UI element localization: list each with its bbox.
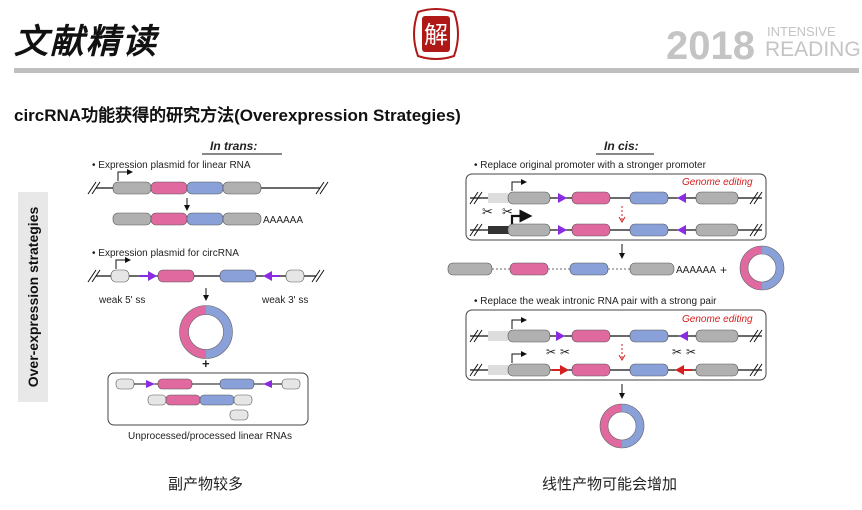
scissors-icon-4: ✂ <box>560 345 570 359</box>
right-bullet-2: • Replace the weak intronic RNA pair wit… <box>474 296 717 307</box>
circ-plasmid <box>87 257 325 283</box>
scissors-icon-6: ✂ <box>686 345 696 359</box>
left-polyA: AAAAAA <box>263 215 303 226</box>
scissors-icon-2: ✂ <box>502 204 513 219</box>
header-title: 文献精读 <box>14 22 158 62</box>
left-heading: In trans: <box>210 139 257 153</box>
scissors-icon-1: ✂ <box>482 204 493 219</box>
circrna-ring-right-2 <box>599 403 645 449</box>
linear-transcript: AAAAAA <box>112 212 303 226</box>
weak3-label: weak 3' ss <box>261 295 308 306</box>
right-linear-product: AAAAAA + <box>447 262 727 277</box>
caption-right: 线性产物可能会增加 <box>542 475 678 493</box>
right-heading: In cis: <box>604 139 639 153</box>
genome-editing-label-1: Genome editing <box>682 177 753 188</box>
pair-editing-box: Genome editing ✂ ✂ ✂ ✂ <box>465 309 767 381</box>
left-box-caption: Unprocessed/processed linear RNAs <box>128 431 292 442</box>
section-title: circRNA功能获得的研究方法(Overexpression Strategi… <box>14 106 461 125</box>
right-plus-1: + <box>720 263 727 277</box>
genome-editing-label-2: Genome editing <box>682 314 753 325</box>
right-polyA: AAAAAA <box>676 265 716 276</box>
circrna-ring-right-1 <box>739 245 785 291</box>
intensive-label: INTENSIVE <box>767 24 836 39</box>
caption-left: 副产物较多 <box>168 475 244 493</box>
weak5-label: weak 5' ss <box>98 295 145 306</box>
promoter-editing-box: Genome editing ✂ ✂ <box>465 173 767 241</box>
seal-glyph: 解 <box>424 21 448 49</box>
right-bullet-1: • Replace original promoter with a stron… <box>474 160 707 171</box>
side-label: Over-expression strategies <box>18 192 48 402</box>
year-label: 2018 <box>666 24 755 68</box>
seal-logo: 解 <box>413 8 459 60</box>
left-plus: + <box>202 356 210 371</box>
linear-plasmid <box>87 169 329 195</box>
reading-label: READING <box>765 38 861 61</box>
scissors-icon-5: ✂ <box>672 345 682 359</box>
left-bullet-1: • Expression plasmid for linear RNA <box>92 160 251 171</box>
left-bullet-2: • Expression plasmid for circRNA <box>92 248 239 259</box>
scissors-icon-3: ✂ <box>546 345 556 359</box>
linear-byproducts-box <box>107 372 309 426</box>
header-rule <box>14 68 859 73</box>
circrna-ring-left <box>179 305 233 359</box>
